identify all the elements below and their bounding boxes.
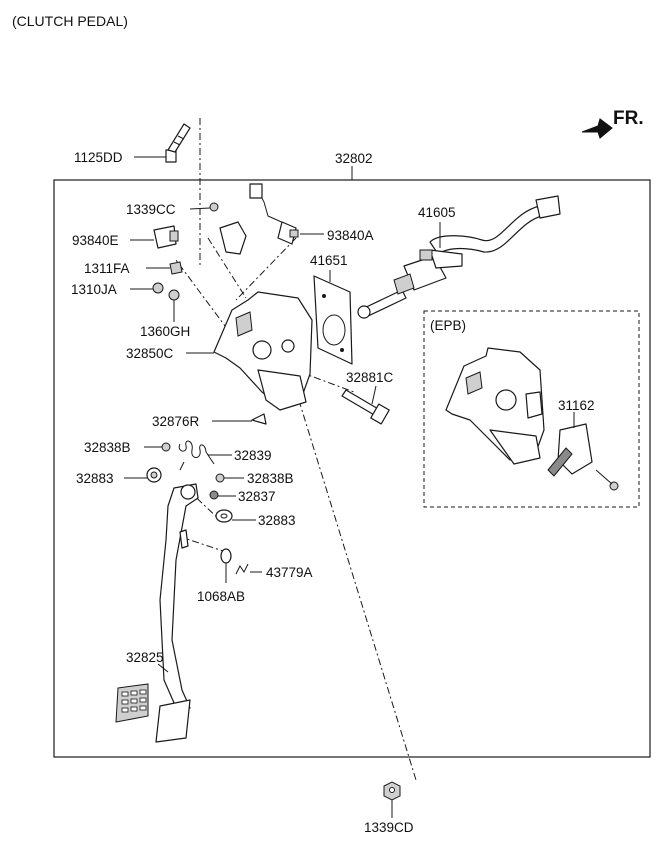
spring-32839: [178, 440, 215, 471]
clip-43779a: [235, 563, 249, 575]
gasket-41651: [313, 275, 353, 365]
epb-label: (EPB): [430, 318, 466, 333]
switch-93840e: [153, 225, 179, 249]
nut-1339cc: [209, 202, 219, 212]
label-32837: 32837: [238, 489, 276, 504]
pin-32876r: [251, 413, 267, 425]
label-32838b-upper: 32838B: [84, 440, 131, 455]
label-31162: 31162: [558, 398, 595, 413]
bushing-32837: [209, 490, 219, 500]
label-41651: 41651: [310, 253, 348, 268]
bushing-32883-left: [146, 467, 162, 483]
bolt-32881c: [341, 389, 390, 425]
bushing-32838b-upper: [161, 442, 171, 452]
label-32883-right: 32883: [258, 513, 296, 528]
label-32802: 32802: [335, 151, 373, 166]
switch-bracket: [219, 221, 247, 255]
label-1339cd: 1339CD: [364, 820, 414, 835]
label-1311fa: 1311FA: [84, 261, 130, 276]
front-direction-label: FR.: [613, 108, 644, 129]
front-direction-arrow-icon: [581, 118, 613, 139]
master-cylinder-41605: [357, 195, 561, 319]
label-32839: 32839: [234, 448, 272, 463]
diagram-title: (CLUTCH PEDAL): [12, 13, 128, 29]
pedal-arm-32825: [115, 483, 199, 743]
sensor-93840a: [249, 183, 299, 245]
label-93840a: 93840A: [327, 228, 374, 243]
epb-switch-31162: [547, 423, 619, 491]
bolt-1125dd: [165, 123, 191, 163]
label-1360gh: 1360GH: [140, 324, 190, 339]
label-32825: 32825: [126, 650, 164, 665]
label-1125dd: 1125DD: [74, 150, 123, 165]
label-41605: 41605: [418, 205, 456, 220]
nut-1360gh: [168, 289, 180, 301]
label-43779a: 43779A: [266, 565, 313, 580]
clip-1311fa: [169, 261, 183, 275]
nut-1339cd: [383, 781, 401, 801]
label-1339cc: 1339CC: [126, 202, 176, 217]
epb-bracket: [445, 347, 545, 465]
label-1068ab: 1068AB: [197, 589, 245, 604]
label-1310ja: 1310JA: [71, 282, 117, 297]
label-32883-left: 32883: [76, 471, 114, 486]
label-32876r: 32876R: [152, 414, 200, 429]
label-32838b-lower: 32838B: [247, 471, 294, 486]
label-32850c: 32850C: [126, 346, 174, 361]
bushing-32838b-lower: [215, 473, 225, 483]
label-93840e: 93840E: [72, 233, 119, 248]
nut-1310ja: [152, 282, 164, 294]
label-32881c: 32881C: [346, 370, 394, 385]
washer-1068ab: [220, 548, 232, 564]
pedal-bracket-32850c: [213, 291, 313, 411]
washer-32883-right: [215, 509, 233, 523]
epb-box: [423, 310, 640, 508]
